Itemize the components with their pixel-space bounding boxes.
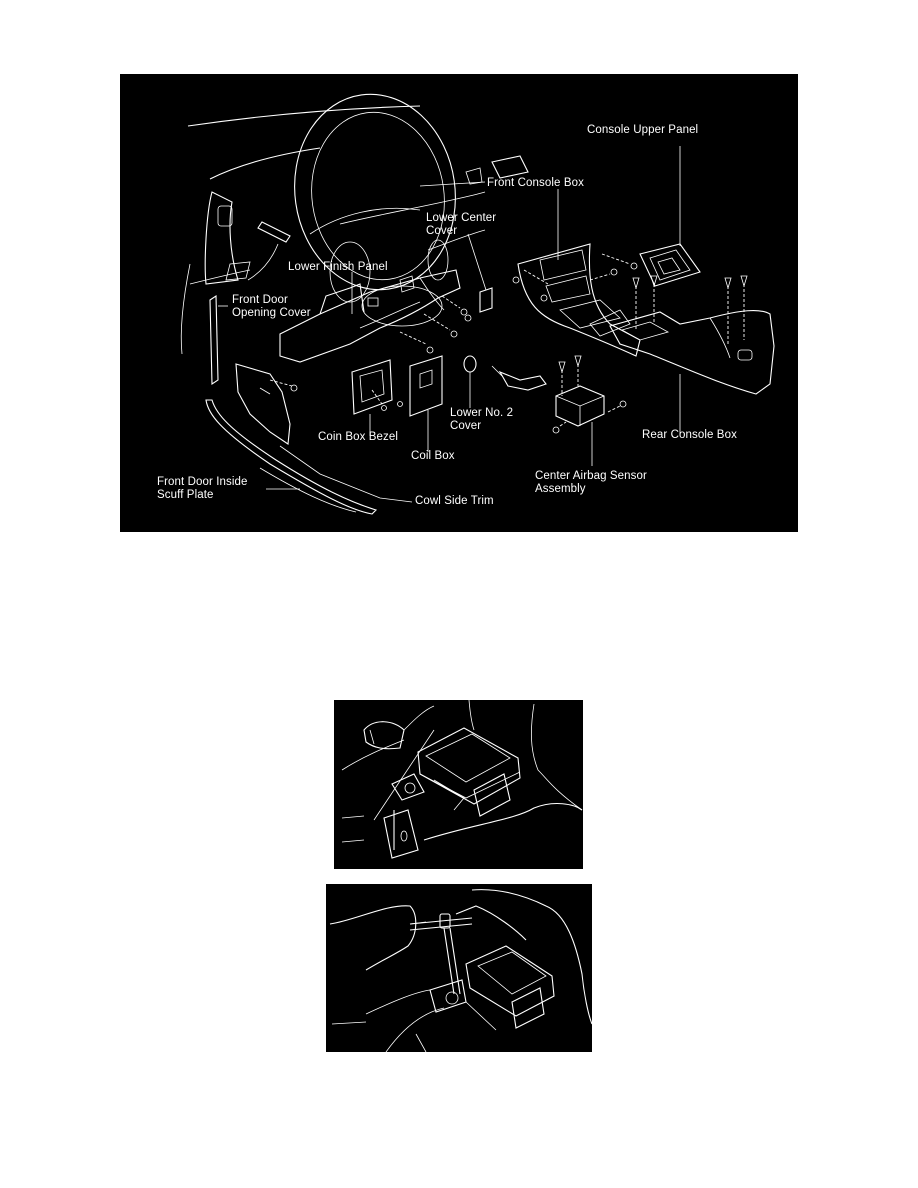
label-front-door-opening-cover-line1: Front Door: [232, 294, 288, 306]
label-lower-center-cover-line1: Lower Center: [426, 212, 497, 224]
label-lower-center-cover-line2: Cover: [426, 225, 458, 237]
label-front-door-scuff-plate-line1: Front Door Inside: [157, 476, 248, 488]
label-coin-box-bezel: Coin Box Bezel: [318, 431, 399, 443]
label-rear-console-box: Rear Console Box: [642, 429, 737, 441]
sensor-location-illustration: [334, 700, 583, 869]
label-coil-box: Coil Box: [411, 450, 455, 462]
diagram-line-art: [180, 93, 775, 515]
label-cowl-side-trim: Cowl Side Trim: [415, 495, 494, 507]
label-lower-no2-cover-line1: Lower No. 2: [450, 407, 514, 419]
label-center-airbag-sensor-line1: Center Airbag Sensor: [535, 470, 647, 482]
label-front-door-opening-cover-line2: Opening Cover: [232, 307, 311, 319]
label-console-upper-panel: Console Upper Panel: [587, 124, 699, 136]
bolt-removal-illustration: [326, 884, 592, 1052]
sensor-location-line-art: [341, 700, 583, 859]
label-front-door-scuff-plate-line2: Scuff Plate: [157, 489, 214, 501]
bolt-removal-line-art: [329, 889, 592, 1052]
label-lower-no2-cover-line2: Cover: [450, 420, 482, 432]
exploded-view-diagram: Console Upper Panel Front Console Box Lo…: [120, 74, 798, 532]
label-front-console-box: Front Console Box: [487, 177, 584, 189]
label-center-airbag-sensor-line2: Assembly: [535, 483, 586, 495]
label-lower-finish-panel: Lower Finish Panel: [288, 261, 388, 273]
